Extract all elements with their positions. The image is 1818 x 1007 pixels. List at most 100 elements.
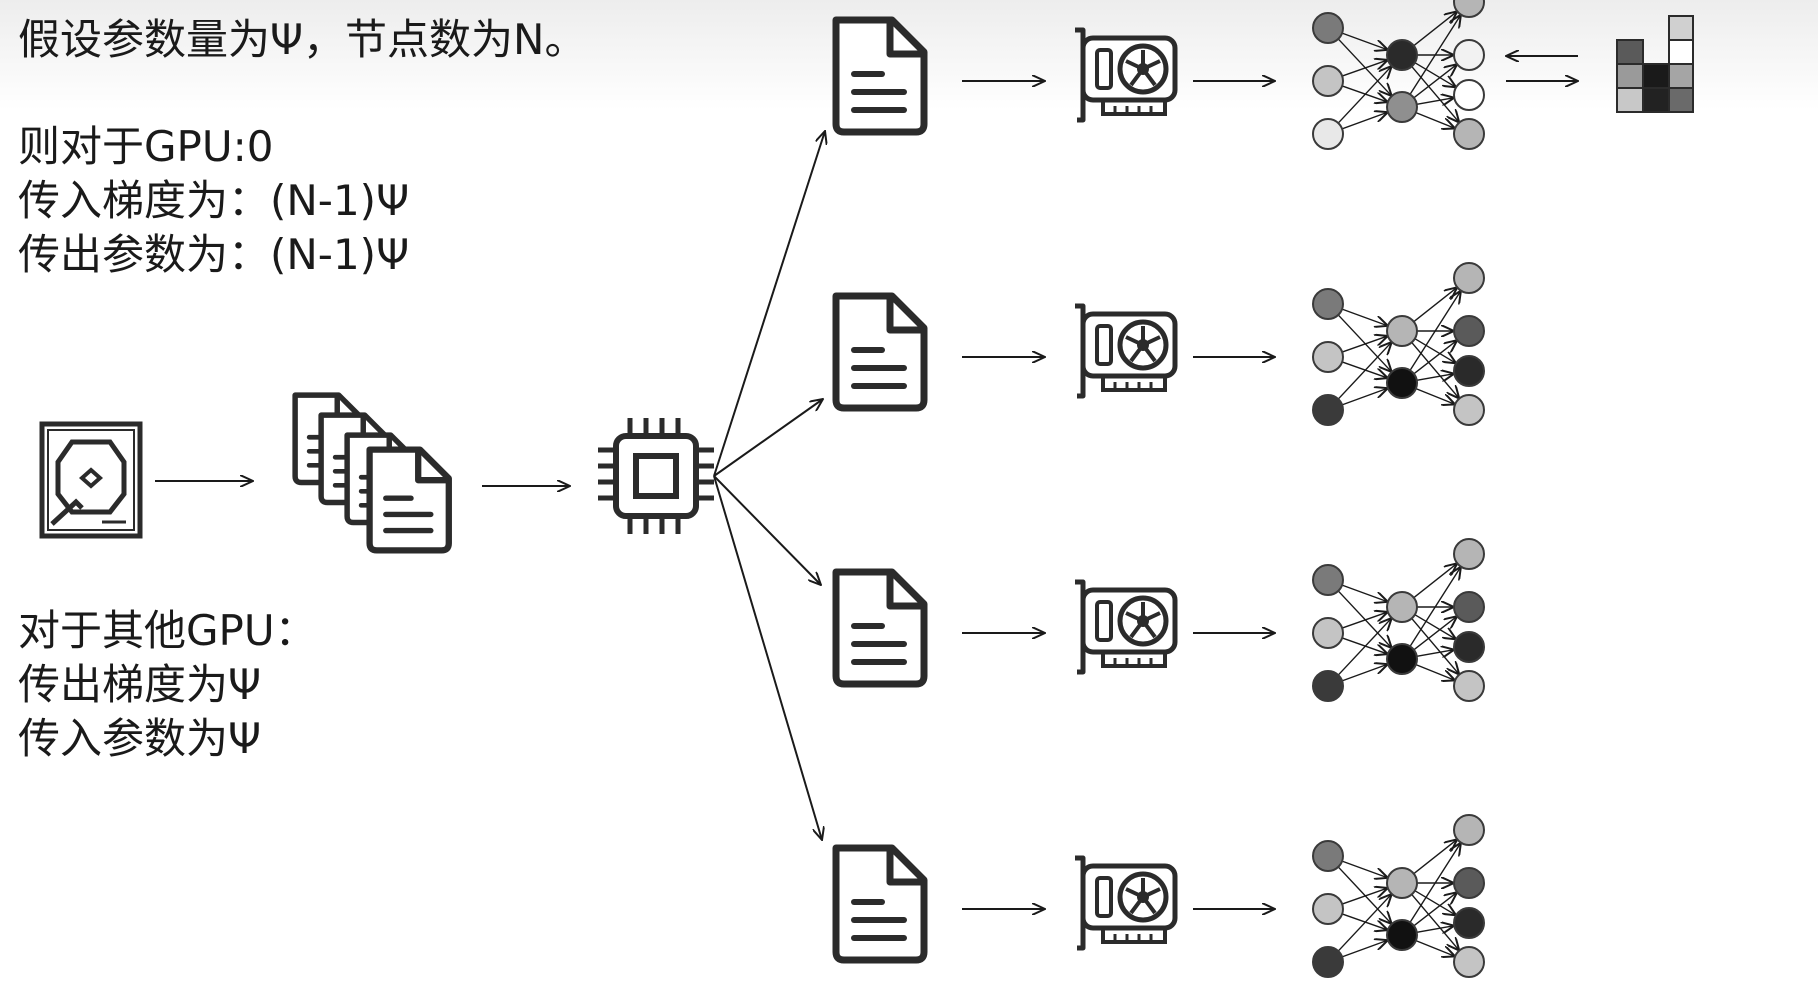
input-node bbox=[1312, 65, 1344, 97]
hidden-node bbox=[1386, 315, 1418, 347]
network-edge bbox=[1409, 291, 1461, 371]
worker-rows bbox=[836, 0, 1485, 978]
input-node bbox=[1312, 670, 1344, 702]
neural-network-icon bbox=[1312, 814, 1485, 978]
network-edge bbox=[1413, 892, 1457, 927]
output-node bbox=[1453, 394, 1485, 426]
documents-stack-icon bbox=[295, 395, 449, 550]
network-edge bbox=[1416, 374, 1454, 381]
network-edge bbox=[1409, 567, 1461, 647]
assumption-text: 假设参数量为Ψ，节点数为N。 bbox=[18, 13, 586, 67]
arrow-cpu-to-shard-3 bbox=[713, 475, 822, 840]
output-node bbox=[1453, 355, 1485, 387]
network-edge bbox=[1413, 11, 1457, 47]
hidden-node bbox=[1386, 591, 1418, 623]
network-edge bbox=[1414, 338, 1456, 364]
network-edge bbox=[1409, 843, 1461, 923]
network-edge bbox=[1341, 60, 1388, 77]
network-edge bbox=[1337, 894, 1391, 952]
network-edge bbox=[1415, 387, 1455, 405]
network-edge bbox=[1341, 112, 1388, 130]
output-node bbox=[1453, 631, 1485, 663]
assumption-line: 假设参数量为Ψ，节点数为N。 bbox=[18, 15, 587, 64]
input-node bbox=[1312, 617, 1344, 649]
gpu0-title: 则对于GPU:0 bbox=[18, 122, 274, 171]
network-edge bbox=[1415, 111, 1455, 129]
other-title: 对于其他GPU： bbox=[18, 606, 317, 655]
network-edge bbox=[1341, 860, 1388, 878]
network-edge bbox=[1414, 614, 1456, 640]
network-edge bbox=[1341, 584, 1388, 602]
network-edges bbox=[1337, 11, 1461, 130]
hidden-node bbox=[1386, 867, 1418, 899]
input-node bbox=[1312, 288, 1344, 320]
arrow-cpu-to-shard-1 bbox=[713, 399, 823, 477]
network-edge bbox=[1416, 98, 1454, 105]
network-edge bbox=[1341, 888, 1388, 905]
input-node bbox=[1312, 840, 1344, 872]
output-node bbox=[1453, 262, 1485, 294]
gpu-card-icon bbox=[1075, 30, 1175, 120]
gpu-card-icon bbox=[1075, 306, 1175, 396]
network-edge bbox=[1337, 66, 1391, 124]
network-edge bbox=[1341, 612, 1388, 629]
output-node bbox=[1453, 867, 1485, 899]
output-node bbox=[1453, 670, 1485, 702]
network-edge bbox=[1413, 287, 1457, 323]
network-edge bbox=[1411, 893, 1460, 950]
output-node bbox=[1453, 946, 1485, 978]
network-edge bbox=[1411, 617, 1460, 674]
network-edge bbox=[1413, 616, 1457, 651]
arrow-cpu-to-shard-2 bbox=[713, 475, 821, 585]
gpu-card-icon bbox=[1075, 858, 1175, 948]
arrow-cpu-to-shard-0 bbox=[713, 131, 825, 477]
network-edge bbox=[1416, 926, 1454, 933]
gpu0-in-line: 传入梯度为：(N-1)Ψ bbox=[18, 176, 410, 225]
neural-network-icon bbox=[1312, 0, 1485, 150]
input-node bbox=[1312, 341, 1344, 373]
network-edge bbox=[1411, 65, 1460, 122]
worker-row-3 bbox=[836, 814, 1485, 978]
network-edge bbox=[1414, 62, 1456, 88]
output-node bbox=[1453, 315, 1485, 347]
network-edge bbox=[1341, 308, 1388, 326]
network-edge bbox=[1341, 336, 1388, 353]
network-edge bbox=[1341, 32, 1388, 50]
gpu0-out-line: 传出参数为：(N-1)Ψ bbox=[18, 230, 410, 279]
output-node bbox=[1453, 907, 1485, 939]
network-edge bbox=[1409, 15, 1461, 95]
other-gpu-notes: 对于其他GPU： 传出梯度为Ψ 传入参数为Ψ bbox=[18, 604, 317, 766]
input-node bbox=[1312, 118, 1344, 150]
gpu0-notes: 则对于GPU:0 传入梯度为：(N-1)Ψ 传出参数为：(N-1)Ψ bbox=[18, 120, 409, 282]
input-node bbox=[1312, 394, 1344, 426]
worker-row-1 bbox=[836, 262, 1485, 426]
network-edge bbox=[1413, 340, 1457, 375]
network-edge bbox=[1337, 618, 1391, 676]
hidden-node bbox=[1386, 919, 1418, 951]
network-edge bbox=[1341, 388, 1388, 406]
hidden-node bbox=[1386, 643, 1418, 675]
network-edge bbox=[1341, 664, 1388, 682]
network-edge bbox=[1415, 939, 1455, 957]
hard-disk-icon bbox=[39, 421, 143, 539]
worker-row-2 bbox=[836, 538, 1485, 702]
output-node bbox=[1453, 118, 1485, 150]
output-node bbox=[1453, 591, 1485, 623]
network-edge bbox=[1414, 890, 1456, 916]
parameter-server-grid-icon bbox=[1616, 15, 1694, 113]
network-edge bbox=[1413, 563, 1457, 599]
network-edge bbox=[1341, 940, 1388, 958]
input-node bbox=[1312, 946, 1344, 978]
gpu-card-icon bbox=[1075, 582, 1175, 672]
input-node bbox=[1312, 12, 1344, 44]
network-edge bbox=[1411, 341, 1460, 398]
document-icon bbox=[836, 20, 924, 132]
worker-row-0 bbox=[836, 0, 1485, 150]
hidden-node bbox=[1386, 91, 1418, 123]
output-node bbox=[1453, 79, 1485, 111]
aggregator-exchange bbox=[1506, 56, 1578, 81]
output-node bbox=[1453, 538, 1485, 570]
network-edge bbox=[1413, 64, 1457, 99]
other-in-line: 传入参数为Ψ bbox=[18, 714, 262, 763]
